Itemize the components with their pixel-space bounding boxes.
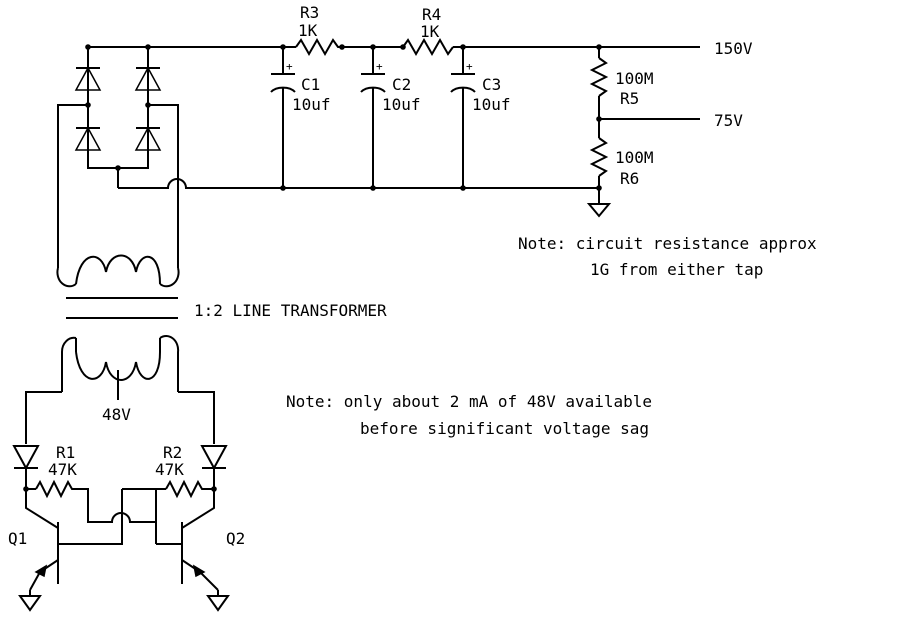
note-current-line1: Note: only about 2 mA of 48V available	[286, 392, 652, 411]
resistor-r4-icon	[402, 37, 454, 57]
diode-d5-icon	[12, 445, 40, 471]
diode-d2-icon	[134, 66, 162, 91]
resistor-r5-icon	[589, 47, 609, 138]
c2-polarity: +	[376, 60, 383, 73]
c3-value: 10uf	[472, 95, 511, 114]
resistor-r3-icon	[295, 37, 342, 57]
capacitor-c2-icon	[360, 47, 386, 188]
transformer-label: 1:2 LINE TRANSFORMER	[194, 301, 387, 320]
bridge-rectifier	[57, 47, 179, 268]
r4-ref: R4	[422, 5, 441, 24]
note-resistance-line1: Note: circuit resistance approx	[518, 234, 817, 253]
bottom-rail-wire	[118, 178, 599, 189]
ground-q1-icon	[18, 590, 42, 612]
transistor-q1-icon	[34, 522, 122, 584]
c2-value: 10uf	[382, 95, 421, 114]
q1-ref: Q1	[8, 529, 27, 548]
center-tap-label: 48V	[102, 405, 131, 424]
r2-ref: R2	[163, 443, 182, 462]
r3-value: 1K	[298, 21, 318, 40]
c2-ref: C2	[392, 75, 411, 94]
r6-ref: R6	[620, 169, 639, 188]
diode-d1-icon	[74, 66, 102, 91]
diode-d4-icon	[134, 126, 162, 151]
transistor-q2-icon	[181, 522, 206, 584]
resistor-r6-icon	[589, 137, 609, 204]
c3-polarity: +	[466, 60, 473, 73]
r1-ref: R1	[56, 443, 75, 462]
capacitor-c3-icon	[450, 47, 476, 188]
r1-value: 47K	[48, 460, 77, 479]
tap-150v-label: 150V	[714, 39, 753, 58]
junction-dots	[23, 44, 602, 492]
ground-q2-icon	[206, 590, 230, 612]
resistor-r2-icon	[165, 479, 214, 499]
c1-ref: C1	[301, 75, 320, 94]
resistor-r1-icon	[35, 479, 76, 499]
r3-ref: R3	[300, 3, 319, 22]
note-resistance-line2: 1G from either tap	[590, 260, 763, 279]
q2-ref: Q2	[226, 529, 245, 548]
diode-d3-icon	[74, 126, 102, 151]
note-current-line2: before significant voltage sag	[360, 419, 649, 438]
r2-value: 47K	[155, 460, 184, 479]
c1-value: 10uf	[292, 95, 331, 114]
c3-ref: C3	[482, 75, 501, 94]
transformer-icon	[56, 254, 180, 400]
c1-polarity: +	[286, 60, 293, 73]
tap-75v-label: 75V	[714, 111, 743, 130]
r6-value: 100M	[615, 148, 654, 167]
capacitor-c1-icon	[270, 47, 296, 188]
r5-ref: R5	[620, 89, 639, 108]
ground-top-icon	[586, 203, 612, 218]
diode-d6-icon	[200, 445, 228, 471]
r4-value: 1K	[420, 22, 440, 41]
r5-value: 100M	[615, 69, 654, 88]
